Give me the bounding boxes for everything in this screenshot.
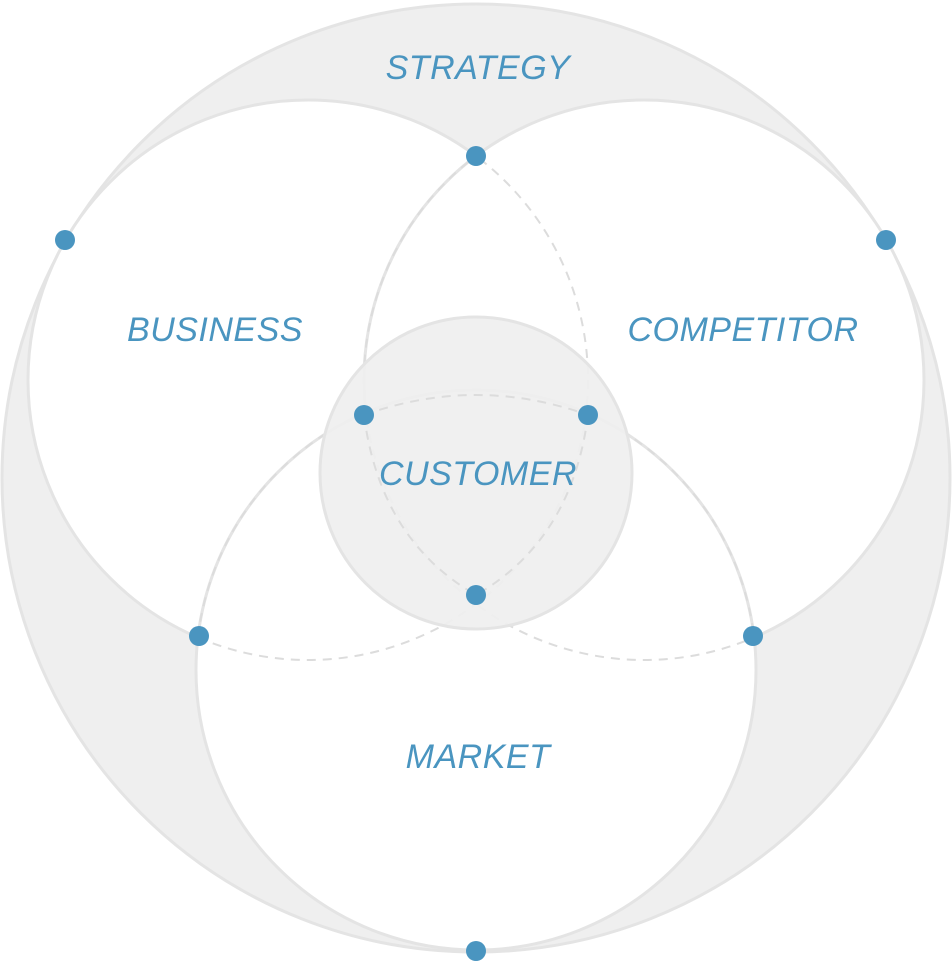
dot-inner-right [578,405,598,425]
customer-label: CUSTOMER [379,455,577,493]
competitor-label: COMPETITOR [627,311,858,349]
customer-arc-right [475,414,589,596]
customer-circle [318,315,634,631]
competitor-market-overlap-arc [363,390,756,661]
dot-inner-left [354,405,374,425]
strategy-label: STRATEGY [386,49,573,87]
customer-arc-top [363,394,589,416]
dot-top [466,146,486,166]
dot-lower-right [743,626,763,646]
market-label: MARKET [406,738,552,776]
dot-inner-bottom [466,585,486,605]
dot-left [55,230,75,250]
intersection-dots [55,146,896,961]
business-market-overlap-arc [196,390,589,661]
dot-bottom [466,941,486,961]
dot-right [876,230,896,250]
customer-arc-left [363,414,477,596]
dot-lower-left [189,626,209,646]
business-label: BUSINESS [127,311,303,349]
customer-overlap-arcs [363,394,589,596]
